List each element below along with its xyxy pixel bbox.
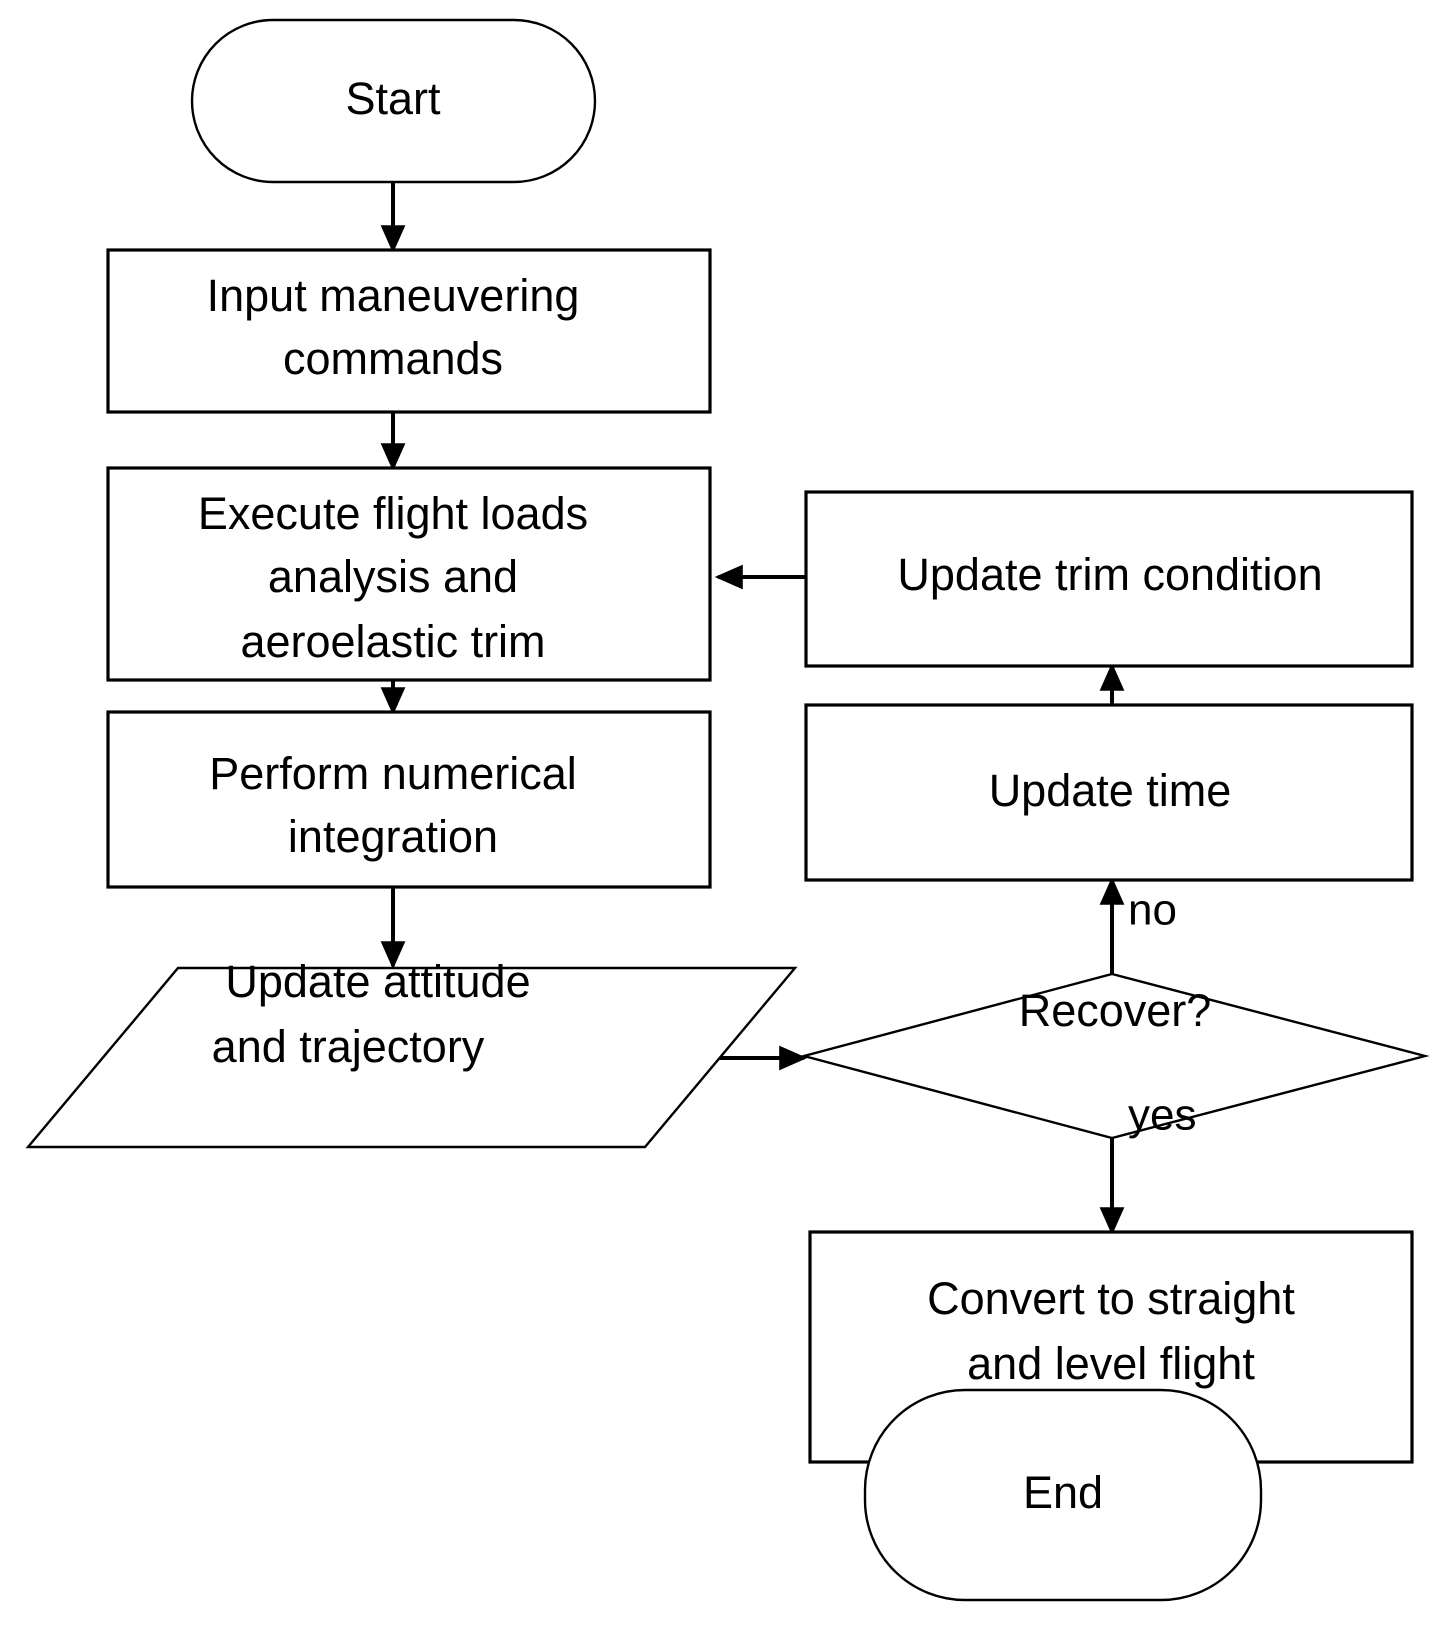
start-label: Start xyxy=(345,73,441,124)
node-update-time[interactable]: Update time xyxy=(804,703,1414,882)
input-commands-label-line1: Input maneuvering xyxy=(207,270,580,321)
node-start[interactable]: Start xyxy=(190,18,597,184)
end-label: End xyxy=(1023,1467,1103,1518)
execute-loads-label-line1: Execute flight loads xyxy=(198,488,588,539)
node-execute-loads[interactable]: Execute flight loads analysis and aeroel… xyxy=(106,466,712,682)
node-numerical-integration[interactable]: Perform numerical integration xyxy=(106,710,712,889)
convert-flight-label-line1: Convert to straight xyxy=(927,1273,1295,1324)
numerical-integration-label-line1: Perform numerical xyxy=(209,748,577,799)
node-update-attitude[interactable]: Update attitude and trajectory xyxy=(25,956,798,1149)
update-attitude-shape xyxy=(25,966,798,1149)
node-update-trim[interactable]: Update trim condition xyxy=(804,490,1414,668)
recover-decision-label: Recover? xyxy=(1019,985,1212,1036)
update-time-shape xyxy=(804,703,1414,882)
end-shape xyxy=(863,1388,1263,1602)
input-commands-label-line2: commands xyxy=(283,333,503,384)
node-recover-decision[interactable]: Recover? xyxy=(799,972,1430,1140)
numerical-integration-label-line2: integration xyxy=(288,811,498,862)
node-end[interactable]: End xyxy=(863,1388,1263,1602)
update-attitude-label-line1: Update attitude xyxy=(225,956,530,1007)
recover-decision-shape xyxy=(799,972,1430,1140)
update-trim-shape xyxy=(804,490,1414,668)
execute-loads-label-line3: aeroelastic trim xyxy=(240,616,545,667)
input-commands-shape xyxy=(106,248,712,414)
start-shape xyxy=(190,18,597,184)
execute-loads-label-line2: analysis and xyxy=(268,551,518,602)
execute-loads-shape xyxy=(106,466,712,682)
node-input-commands[interactable]: Input maneuvering commands xyxy=(106,248,712,414)
numerical-integration-shape xyxy=(106,710,712,889)
update-time-label: Update time xyxy=(989,765,1232,816)
edge-label-yes: yes xyxy=(1128,1091,1196,1140)
update-trim-label: Update trim condition xyxy=(897,549,1322,600)
edge-label-no: no xyxy=(1128,886,1177,935)
convert-flight-label-line2: and level flight xyxy=(967,1338,1255,1389)
update-attitude-label-line2: and trajectory xyxy=(212,1021,485,1072)
